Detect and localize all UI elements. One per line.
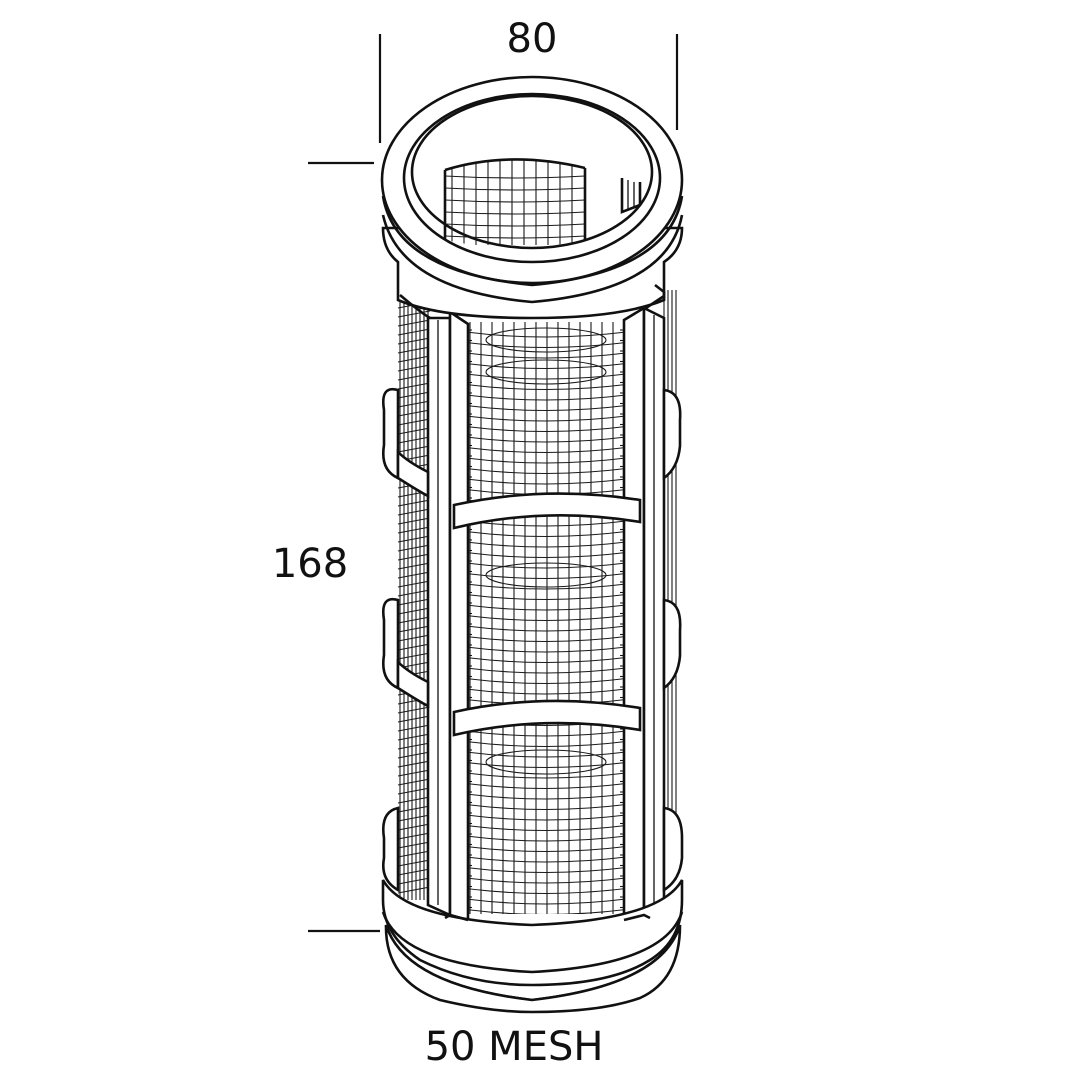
support-ring-lower — [382, 597, 682, 737]
top-opening-outer — [402, 92, 662, 264]
inner-mesh-window — [466, 322, 626, 914]
support-ring-upper — [382, 387, 682, 530]
diameter-label: 80 — [507, 16, 558, 62]
support-band-front-upper — [452, 492, 642, 530]
mesh-rating-label: 50 MESH — [425, 1024, 604, 1070]
support-band-front-lower — [452, 699, 642, 737]
dimension-lines — [308, 34, 679, 933]
top-opening-inner — [410, 94, 654, 250]
top-cap — [380, 75, 684, 320]
bottom-cap — [381, 806, 684, 1014]
center-left-rib — [448, 309, 470, 922]
center-right-rib — [622, 305, 646, 922]
left-rib — [426, 316, 452, 918]
height-label: 168 — [272, 541, 348, 587]
